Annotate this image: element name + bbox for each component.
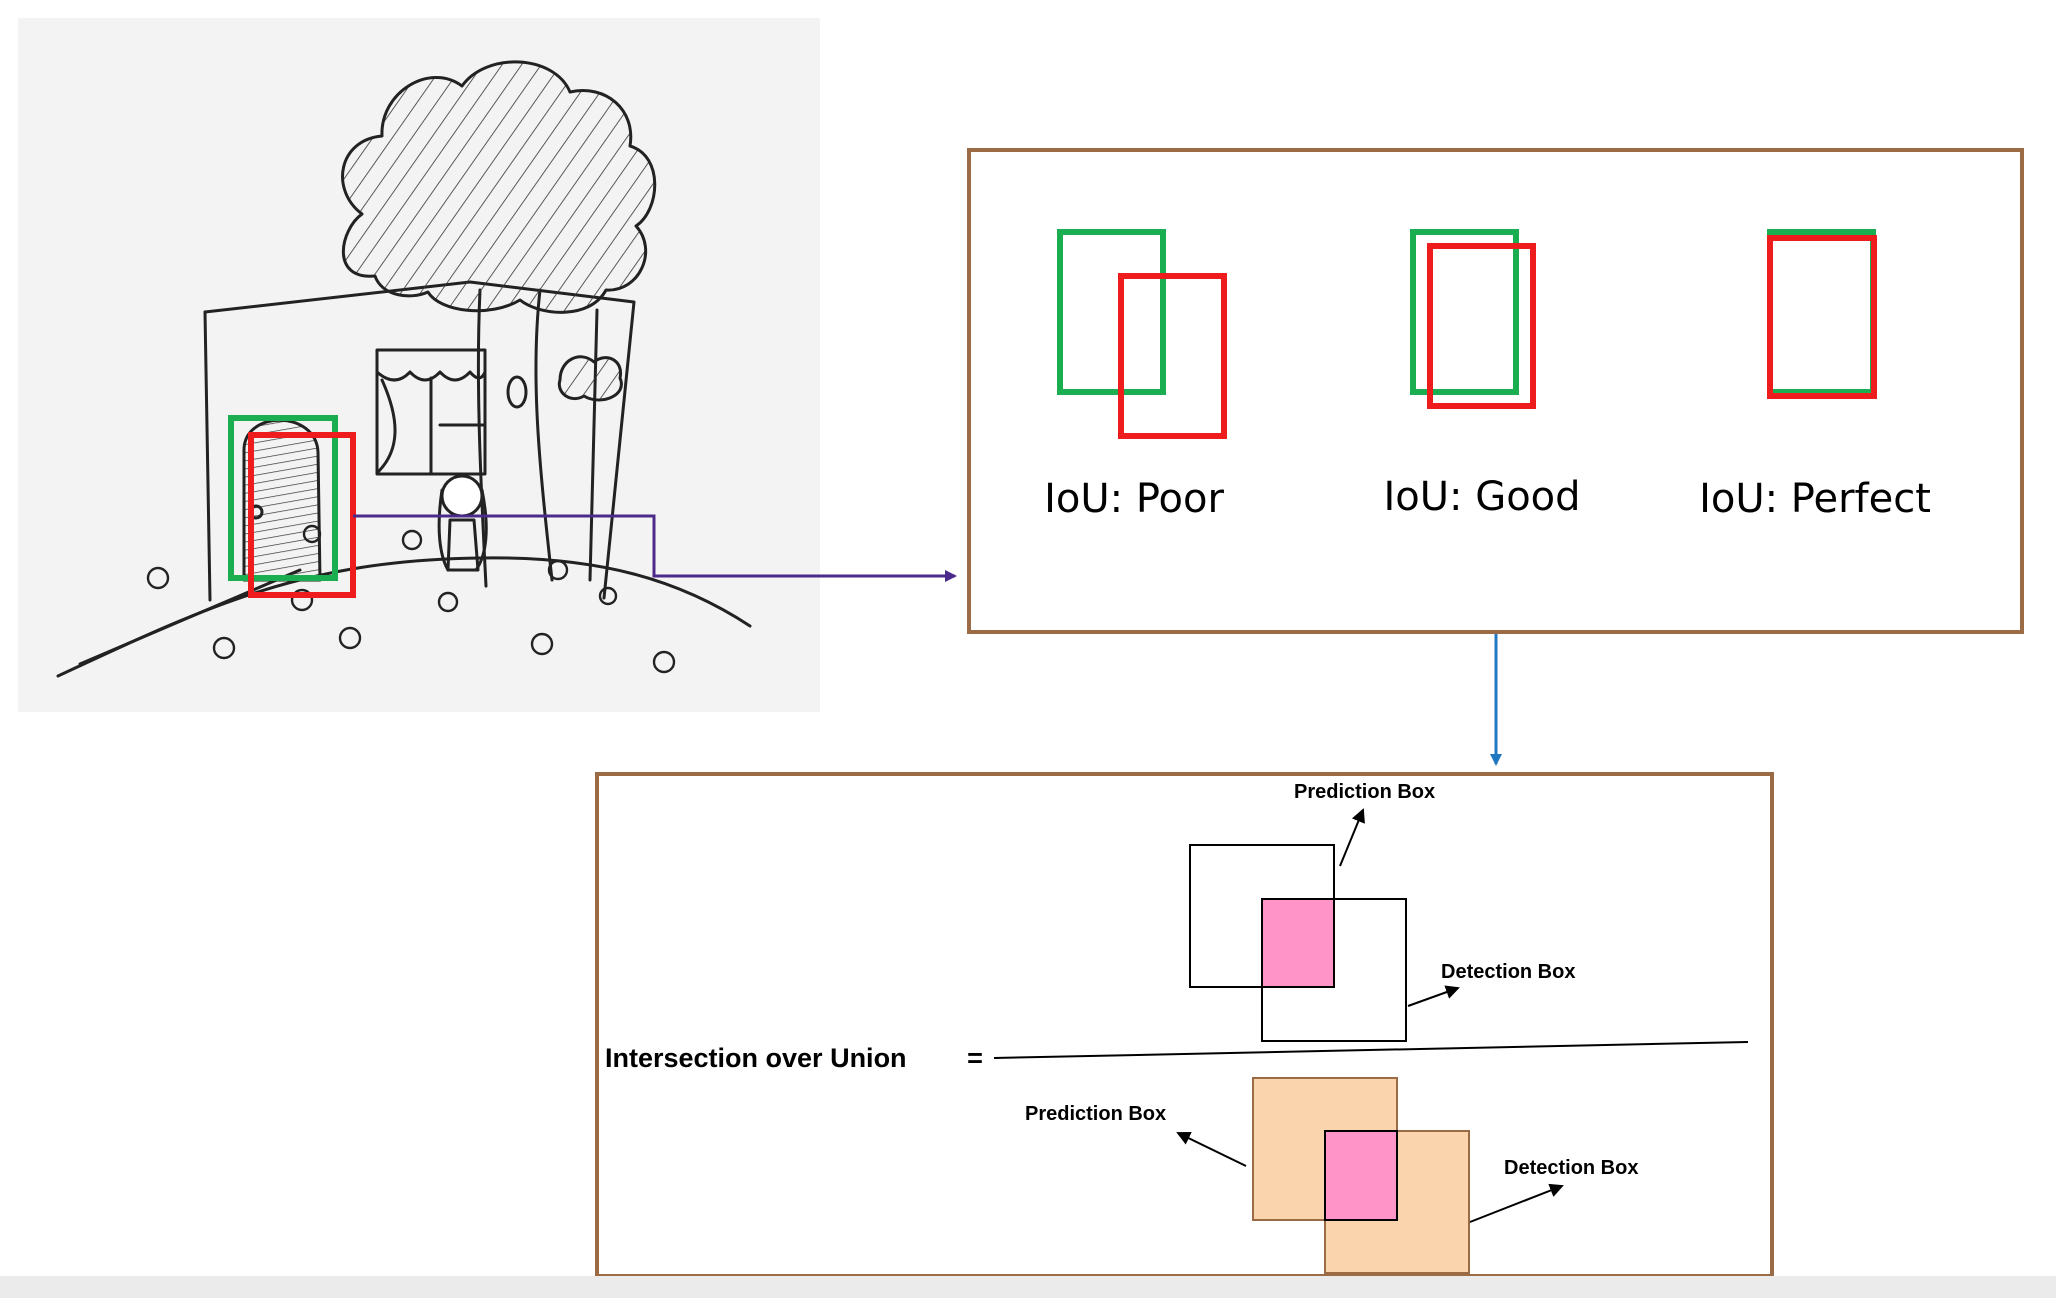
prediction-box xyxy=(1767,235,1877,399)
flowers xyxy=(146,524,676,674)
prediction-box xyxy=(1118,273,1227,439)
ground-truth-box xyxy=(1057,229,1166,395)
iou-examples-panel: IoU: Poor IoU: Good IoU: Perfect xyxy=(967,148,2024,634)
iou-poor-example: IoU: Poor xyxy=(1044,229,1227,522)
denominator-union: Prediction Box Detection Box xyxy=(1025,1077,1638,1274)
prediction-pointer-arrow xyxy=(1339,808,1365,867)
detection-pointer-arrow xyxy=(1407,985,1460,1007)
formula-equals-sign: = xyxy=(967,1043,983,1073)
intersection-area xyxy=(1324,1130,1398,1221)
iou-perfect-label: IoU: Perfect xyxy=(1699,476,1931,522)
ground-truth-box xyxy=(1410,229,1519,395)
denominator-detection-label: Detection Box xyxy=(1504,1157,1638,1179)
sketch-ground-truth-box xyxy=(228,415,338,581)
prediction-pointer-arrow xyxy=(1176,1131,1247,1167)
sketch-photo xyxy=(18,18,820,712)
intersection-area xyxy=(1261,898,1335,988)
prediction-box xyxy=(1427,243,1536,409)
house-tree-drawing xyxy=(56,60,752,678)
connector-arrow-purple xyxy=(353,514,957,582)
iou-poor-label: IoU: Poor xyxy=(1044,476,1224,522)
iou-good-label: IoU: Good xyxy=(1383,474,1580,520)
numerator-intersection: Prediction Box Detection Box xyxy=(1189,781,1575,1042)
numerator-prediction-label: Prediction Box xyxy=(1294,781,1435,803)
detection-pointer-arrow xyxy=(1469,1183,1564,1223)
iou-perfect-example: IoU: Perfect xyxy=(1699,229,1931,522)
denominator-prediction-label: Prediction Box xyxy=(1025,1103,1166,1125)
fraction-line xyxy=(993,1041,1749,1059)
iou-good-example: IoU: Good xyxy=(1383,229,1581,520)
bottom-strip xyxy=(0,1276,2056,1298)
door xyxy=(242,418,322,582)
numerator-detection-label: Detection Box xyxy=(1441,961,1575,983)
tree-crown xyxy=(341,60,657,314)
formula-lhs-label: Intersection over Union xyxy=(605,1043,907,1073)
iou-formula-panel: Intersection over Union = Prediction Box… xyxy=(595,772,1774,1278)
